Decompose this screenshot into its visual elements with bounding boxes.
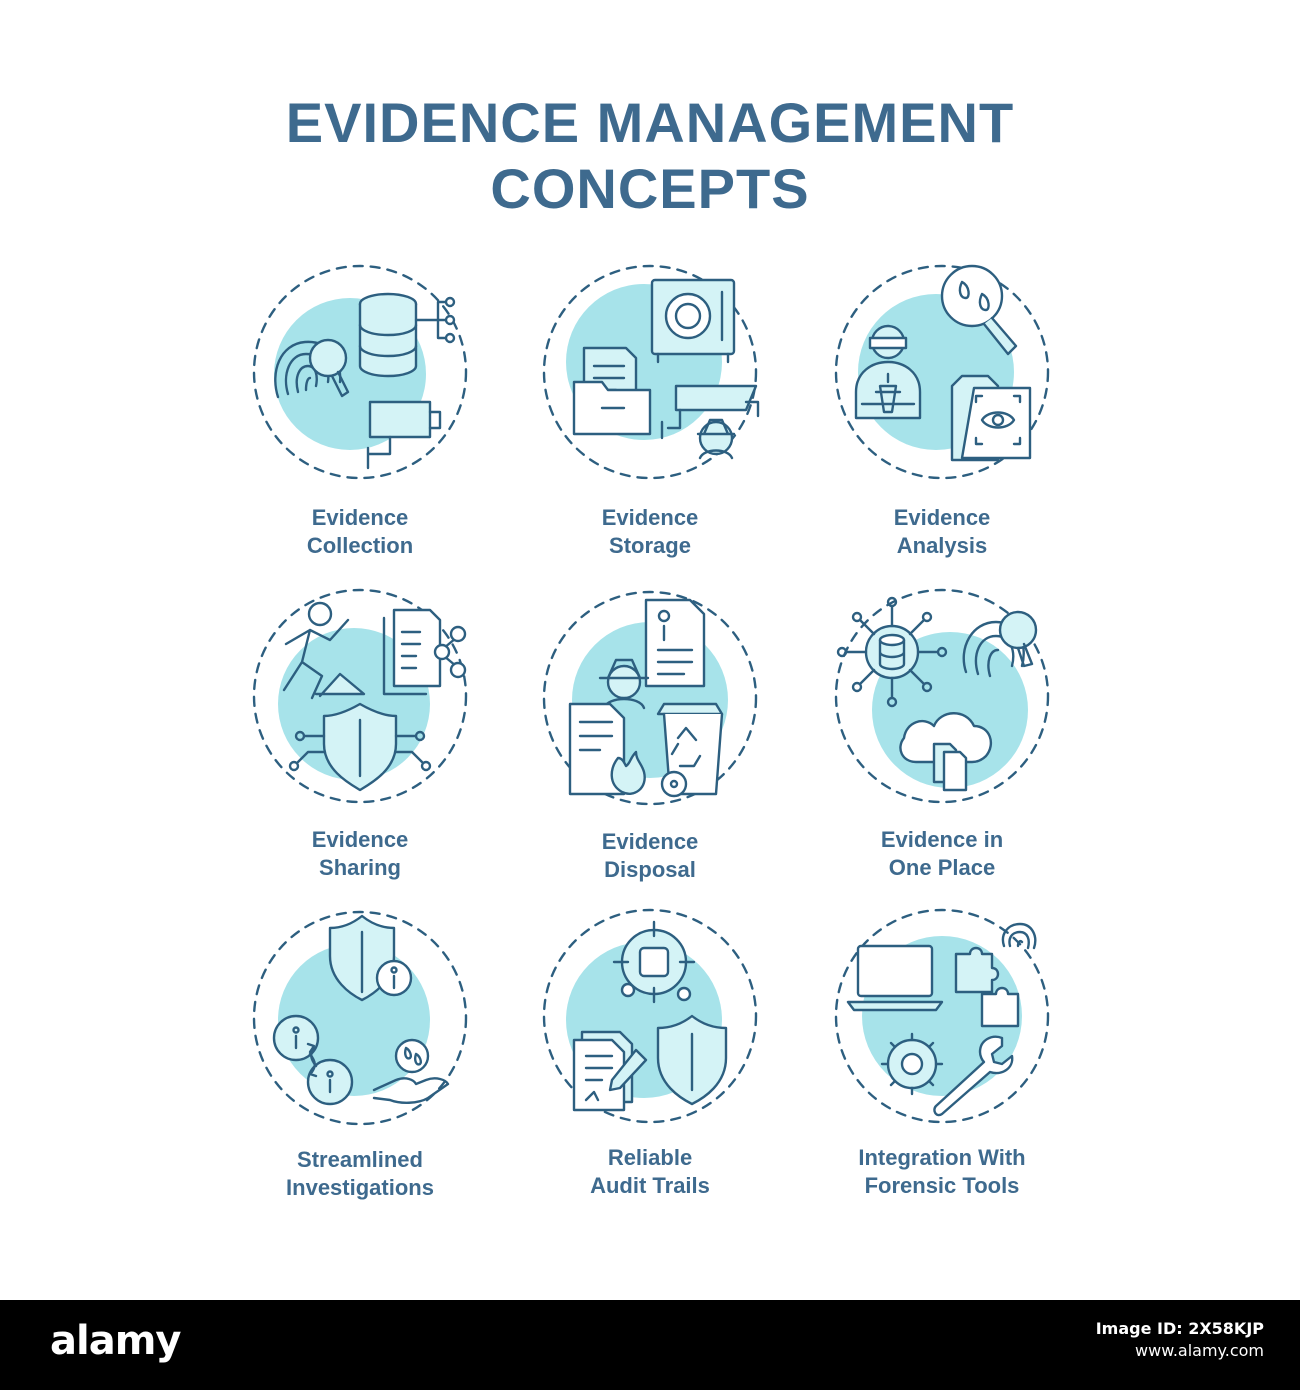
- evidence-sharing-icon: [250, 586, 470, 806]
- site-url: www.alamy.com: [1135, 1341, 1264, 1360]
- concept-label: Evidence Disposal: [601, 829, 699, 882]
- image-id-block: Image ID: 2X58KJP www.alamy.com: [1096, 1318, 1264, 1362]
- concept-label: Streamlined Investigations: [286, 1147, 434, 1200]
- concept-label: Evidence Analysis: [893, 505, 991, 558]
- concept-label: Evidence Collection: [306, 505, 414, 558]
- brand-logo: alamy: [50, 1318, 181, 1364]
- evidence-storage-icon: [540, 262, 760, 482]
- concept-label: Integration With Forensic Tools: [858, 1145, 1026, 1198]
- concept-label: Evidence in One Place: [880, 827, 1004, 880]
- footer-bar: alamy Image ID: 2X58KJP www.alamy.com: [0, 1300, 1300, 1390]
- image-id: Image ID: 2X58KJP: [1095, 1319, 1264, 1338]
- streamlined-investigations-icon: [250, 908, 470, 1128]
- evidence-one-place-icon: [832, 586, 1052, 806]
- evidence-analysis-icon: [832, 262, 1052, 482]
- evidence-collection-icon: [250, 262, 470, 482]
- page-title: EVIDENCE MANAGEMENT CONCEPTS: [0, 90, 1300, 222]
- concept-label: Evidence Storage: [601, 505, 699, 558]
- audit-trails-icon: [540, 906, 760, 1126]
- concept-label: Evidence Sharing: [311, 827, 409, 880]
- title-line-2: CONCEPTS: [490, 157, 810, 220]
- concept-label: Reliable Audit Trails: [590, 1145, 710, 1198]
- forensic-tools-icon: [832, 906, 1052, 1126]
- concept-grid: Evidence Collection E: [250, 262, 1052, 1200]
- evidence-disposal-icon: [540, 588, 760, 808]
- title-line-1: EVIDENCE MANAGEMENT: [285, 91, 1015, 154]
